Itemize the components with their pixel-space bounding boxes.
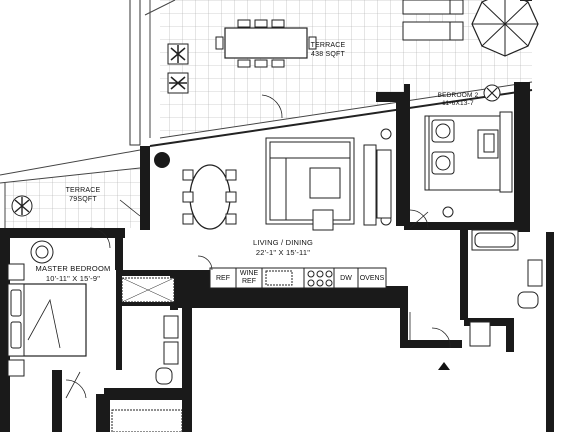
plant-icon — [167, 43, 189, 94]
room-label-master: MASTER BEDROOM 10'-11" X 15'-9" — [36, 264, 111, 284]
bedroom-2 — [380, 84, 513, 229]
room-label-living: LIVING / DINING 22'-1" X 15'-11" — [253, 238, 313, 258]
master-bedroom — [7, 240, 87, 399]
room-name: BEDROOM 2 — [437, 92, 479, 99]
room-name: TERRACE — [310, 42, 346, 49]
appliance-ovens: OVENS — [358, 275, 386, 283]
sofa — [265, 137, 355, 225]
wine-ref-label: REF — [242, 278, 256, 285]
room-label-terrace-top: TERRACE 438 SQFT — [311, 41, 346, 59]
room-area: 438 SQFT — [311, 51, 345, 58]
appliance-dw: DW — [334, 275, 358, 283]
dining-table — [182, 164, 237, 230]
dw-label: DW — [340, 275, 352, 282]
armchair — [30, 240, 54, 264]
living-dining — [119, 94, 392, 231]
ref-label: REF — [216, 275, 230, 282]
room-size: 22'-1" X 15'-11" — [255, 248, 311, 257]
master-bath — [111, 277, 183, 432]
room-label-terrace-left: TERRACE 79SQFT — [66, 186, 101, 204]
appliance-wine-ref: WINE REF — [236, 270, 262, 286]
room-size: 11-6X13-7 — [442, 100, 474, 107]
bed — [7, 283, 87, 357]
kitchen — [209, 267, 387, 289]
armchair — [431, 119, 455, 175]
bathroom-2 — [409, 229, 543, 349]
plant-icon — [483, 84, 501, 102]
terrace-loungers — [402, 0, 464, 41]
room-name: MASTER BEDROOM — [35, 264, 111, 273]
terrace-dining-table — [215, 19, 317, 68]
walls — [0, 82, 554, 432]
wine-label: WINE — [239, 270, 259, 277]
ovens-label: OVENS — [359, 275, 385, 282]
room-area: 79SQFT — [69, 196, 97, 203]
column-icon — [154, 152, 170, 168]
room-label-bedroom-2: BEDROOM 2 11-6X13-7 — [438, 92, 479, 108]
plant-icon — [11, 195, 33, 217]
cooktop — [307, 270, 333, 287]
room-size: 10'-11" X 15'-9" — [45, 274, 101, 283]
room-name: LIVING / DINING — [252, 238, 314, 247]
door-swings — [89, 227, 213, 271]
entry-arrow-icon — [438, 362, 450, 370]
umbrella-icon — [471, 0, 539, 57]
appliance-ref: REF — [210, 275, 236, 283]
room-name: TERRACE — [65, 187, 101, 194]
